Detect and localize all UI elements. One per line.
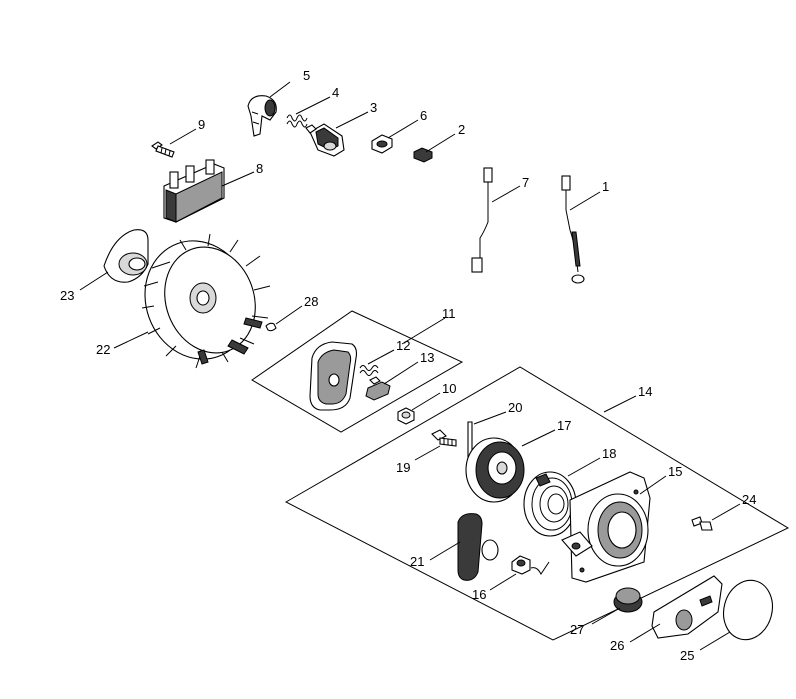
callout-4: 4 — [332, 85, 339, 100]
callout-19: 19 — [396, 460, 410, 475]
callout-22: 22 — [96, 342, 110, 357]
screw-24 — [691, 516, 713, 531]
guide-leader-curve — [530, 561, 550, 575]
callout-10: 10 — [442, 381, 456, 396]
ignition-coil — [163, 159, 225, 223]
spark-plug — [305, 123, 345, 157]
bracket — [651, 575, 723, 639]
callout-18: 18 — [602, 446, 616, 461]
callout-24: 24 — [742, 492, 756, 507]
leader-lines — [79, 81, 741, 651]
group-box-11 — [251, 310, 464, 433]
group-box-14 — [284, 366, 790, 641]
callout-labels: 1 2 3 4 5 6 7 8 9 10 11 12 13 14 15 16 1… — [60, 68, 756, 663]
disc-cover — [723, 579, 773, 641]
callout-2: 2 — [458, 122, 465, 137]
callout-8: 8 — [256, 161, 263, 176]
callout-26: 26 — [610, 638, 624, 653]
rope-guide — [511, 555, 531, 575]
pawl-spring — [359, 365, 379, 376]
callout-3: 3 — [370, 100, 377, 115]
callout-1: 1 — [602, 179, 609, 194]
callout-7: 7 — [522, 175, 529, 190]
bolt-9 — [151, 141, 175, 158]
bolt-19 — [431, 429, 457, 447]
starter-case — [561, 471, 651, 583]
woodruff-key — [265, 322, 277, 332]
flywheel-nut — [397, 407, 415, 425]
callout-5: 5 — [303, 68, 310, 83]
spring — [286, 114, 308, 128]
callout-21: 21 — [410, 554, 424, 569]
callout-6: 6 — [420, 108, 427, 123]
callout-9: 9 — [198, 117, 205, 132]
callout-14: 14 — [638, 384, 652, 399]
spark-plug-cap — [247, 95, 277, 137]
callout-15: 15 — [668, 464, 682, 479]
pawl — [365, 376, 391, 401]
callout-16: 16 — [472, 587, 486, 602]
callout-13: 13 — [420, 350, 434, 365]
flywheel-washer — [103, 229, 149, 283]
cap — [613, 587, 643, 613]
dust-cover — [309, 341, 358, 411]
recoil-spring — [523, 471, 577, 537]
callout-11: 11 — [442, 306, 456, 321]
wire-terminal-1 — [561, 175, 585, 284]
callout-17: 17 — [557, 418, 571, 433]
flywheel — [141, 233, 271, 369]
callout-12: 12 — [396, 338, 410, 353]
callout-25: 25 — [680, 648, 694, 663]
wire-harness-7 — [471, 167, 493, 273]
starter-pulley — [465, 437, 525, 503]
callout-27: 27 — [570, 622, 584, 637]
callout-20: 20 — [508, 400, 522, 415]
starter-handle — [457, 513, 499, 581]
grommet — [371, 134, 393, 154]
callout-28: 28 — [304, 294, 318, 309]
callout-23: 23 — [60, 288, 74, 303]
